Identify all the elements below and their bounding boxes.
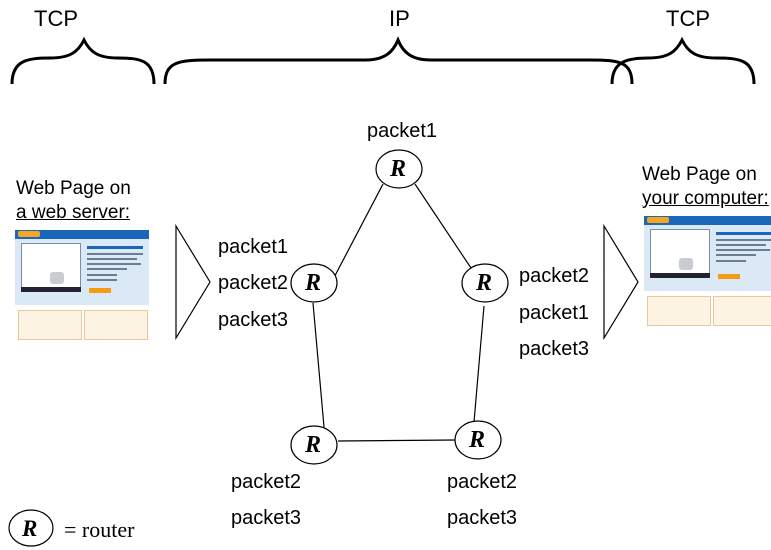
packet-label-right-3: packet3 xyxy=(519,338,590,360)
router-symbol-left: R xyxy=(305,270,322,296)
link-bottom xyxy=(337,439,457,442)
text-line xyxy=(87,253,143,255)
legend-router-symbol: R xyxy=(22,516,38,541)
destination-web-page-thumbnail xyxy=(644,216,771,328)
video-frame xyxy=(650,229,710,277)
packet-label-right-1: packet2 xyxy=(519,265,590,287)
packet-label-left-3: packet3 xyxy=(218,309,289,331)
text-line xyxy=(716,244,766,246)
text-line xyxy=(716,239,771,241)
router-symbol-top: R xyxy=(390,156,407,182)
arrow-out-of-network xyxy=(603,223,639,341)
text-line xyxy=(716,254,756,256)
text-line xyxy=(87,274,117,276)
tcp-right-brace xyxy=(610,36,756,85)
video-frame xyxy=(21,243,81,291)
tcp-left-label: TCP xyxy=(34,6,78,31)
text-line xyxy=(87,258,137,260)
thumbnail-promo-box xyxy=(84,310,148,340)
packet-label-left-2: packet2 xyxy=(218,272,289,294)
destination-caption-line1: Web Page on xyxy=(642,164,757,185)
link-top-left xyxy=(327,183,384,290)
video-control-bar xyxy=(21,287,81,292)
source-caption-line2: a web server: xyxy=(16,202,131,223)
site-logo-icon xyxy=(18,231,40,237)
thumbnail-promo-box xyxy=(18,310,82,340)
router-node-right xyxy=(461,263,509,303)
router-node-top xyxy=(375,149,423,189)
router-node-bottom-right xyxy=(454,420,502,460)
tcp-left-brace xyxy=(10,36,156,85)
packet-label-left-1: packet1 xyxy=(218,236,289,258)
source-caption-line1: Web Page on xyxy=(16,178,131,199)
link-left-bottomleft xyxy=(312,302,325,428)
router-node-left xyxy=(290,263,338,303)
ip-brace xyxy=(163,36,634,85)
thumbnail-button xyxy=(718,274,740,279)
packet-label-bottom-left-2: packet3 xyxy=(231,507,302,529)
legend-router-node xyxy=(8,509,54,547)
router-symbol-right: R xyxy=(476,270,493,296)
text-line xyxy=(716,260,746,262)
source-web-page-thumbnail xyxy=(15,230,149,342)
text-line xyxy=(87,279,117,281)
video-control-bar xyxy=(650,273,710,278)
router-symbol-bottom-left: R xyxy=(305,432,322,458)
thumbnail-headline xyxy=(716,232,771,235)
thumbnail-headline xyxy=(87,246,143,249)
text-line xyxy=(716,249,770,251)
site-logo-icon xyxy=(647,217,669,223)
tcp-right-label: TCP xyxy=(666,6,710,31)
destination-caption-line2: your computer: xyxy=(642,188,769,209)
thumbnail-promo-box xyxy=(713,296,771,326)
play-icon xyxy=(50,272,64,284)
packet-label-bottom-right-2: packet3 xyxy=(447,507,518,529)
thumbnail-header xyxy=(644,216,771,225)
thumbnail-button xyxy=(89,288,111,293)
text-line xyxy=(87,268,127,270)
ip-label: IP xyxy=(389,6,410,31)
router-node-bottom-left xyxy=(290,425,338,465)
packet-label-bottom-left-1: packet2 xyxy=(231,471,302,493)
play-icon xyxy=(679,258,693,270)
packet-label-bottom-right-1: packet2 xyxy=(447,471,518,493)
arrow-into-network xyxy=(175,223,211,341)
thumbnail-header xyxy=(15,230,149,239)
text-line xyxy=(87,263,141,265)
router-symbol-bottom-right: R xyxy=(469,427,486,453)
legend-text: = router xyxy=(64,517,135,542)
link-right-bottomright xyxy=(473,305,485,423)
packet-label-right-2: packet1 xyxy=(519,302,590,324)
thumbnail-promo-box xyxy=(647,296,711,326)
packet-label-top: packet1 xyxy=(367,120,438,142)
